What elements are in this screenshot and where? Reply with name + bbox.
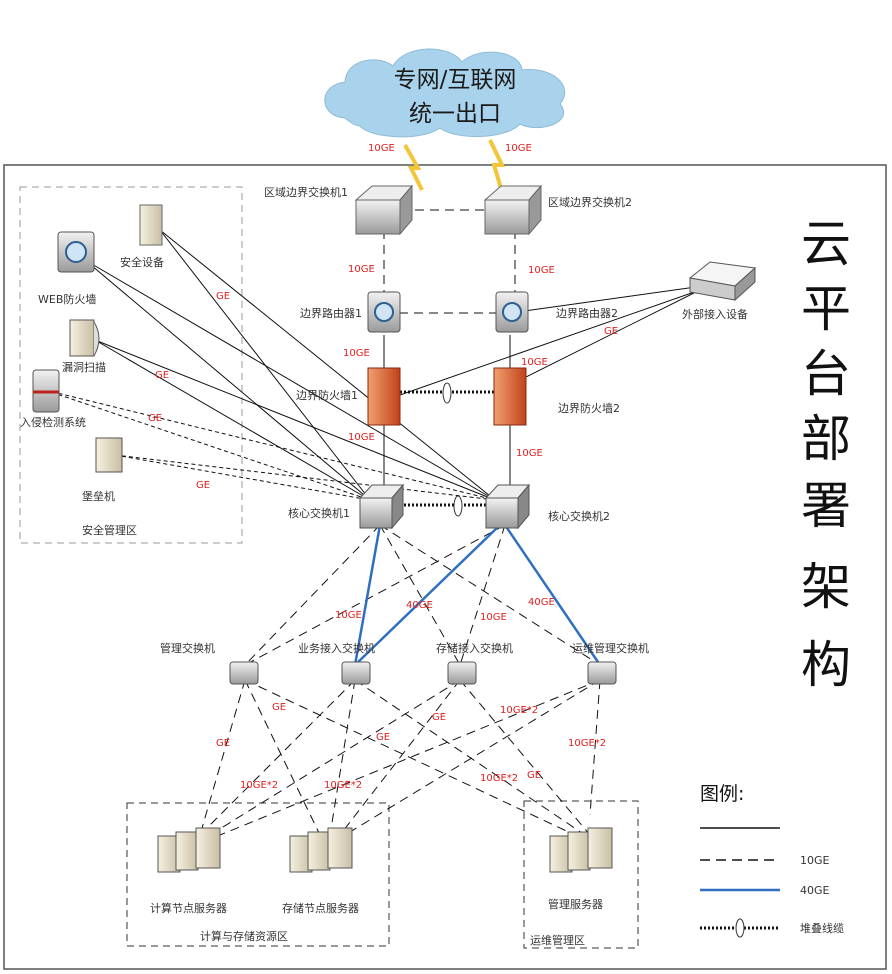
- access-switch-3-icon[interactable]: [447, 661, 477, 685]
- label-access-2: 业务接入交换机: [298, 641, 375, 655]
- label-server-left: 计算节点服务器: [150, 901, 227, 915]
- legend: 图例: 10GE 40GE 堆叠线缆: [700, 783, 844, 938]
- link-sec-ge-3: GE: [148, 413, 162, 424]
- link-router-fw-1: 10GE: [343, 348, 370, 359]
- label-firewall-2: 边界防火墙2: [558, 401, 620, 415]
- access-switch-1-icon[interactable]: [229, 661, 259, 685]
- outbound-device-icon[interactable]: [688, 261, 757, 302]
- label-outbound: 外部接入设备: [682, 307, 748, 321]
- title-char-5: 署: [801, 477, 851, 535]
- link-sec-ge-2: GE: [155, 370, 169, 381]
- legend-dashed-label: 10GE: [800, 854, 830, 867]
- label-firewall-1: 边界防火墙1: [296, 388, 358, 402]
- label-border-sw-2: 区域边界交换机2: [548, 195, 632, 209]
- link-border-router-1: 10GE: [348, 264, 375, 275]
- title-char-6: 架: [801, 558, 851, 616]
- cloud-line1: 专网/互联网: [394, 67, 517, 93]
- access-switch-2-icon[interactable]: [341, 661, 371, 685]
- link-acc-srv-6: 10GE*2: [240, 780, 278, 791]
- link-sec-ge-1: GE: [216, 291, 230, 302]
- security-device-icon[interactable]: [139, 204, 163, 246]
- label-server-mid: 存储节点服务器: [282, 901, 359, 915]
- ids-icon[interactable]: [32, 369, 60, 413]
- link-acc-srv-1: GE: [216, 738, 230, 749]
- link-core-acc-3: 10GE: [480, 612, 507, 623]
- server-group-mid-icon[interactable]: [289, 827, 353, 873]
- legend-blue-label: 40GE: [800, 884, 830, 897]
- label-sec-2: WEB防火墙: [38, 292, 96, 306]
- link-fw-core-1: 10GE: [348, 432, 375, 443]
- mgmt-zone-box: [523, 800, 639, 949]
- label-router-2: 边界路由器2: [556, 306, 618, 320]
- vertical-title: 云 平 台 部 署 架 构: [801, 215, 851, 694]
- link-acc-srv-8: 10GE*2: [480, 773, 518, 784]
- label-security-zone: 安全管理区: [82, 523, 137, 537]
- label-access-4: 运维管理交换机: [572, 641, 649, 655]
- label-access-1: 管理交换机: [160, 641, 215, 655]
- title-char-4: 部: [801, 410, 851, 468]
- wan-uplink-2-icon: [488, 139, 506, 196]
- label-access-3: 存储接入交换机: [436, 641, 513, 655]
- vuln-scan-icon[interactable]: [69, 319, 100, 357]
- link-sec-ge-4: GE: [196, 480, 210, 491]
- link-uplink-2: 10GE: [505, 143, 532, 154]
- blue-links: [353, 524, 602, 666]
- core-switch-1-icon[interactable]: [358, 483, 405, 530]
- firewall-2-icon[interactable]: [493, 367, 527, 426]
- link-border-router-2: 10GE: [528, 265, 555, 276]
- label-sec-5: 堡垒机: [82, 489, 115, 503]
- link-core-acc-1: 10GE: [335, 610, 362, 621]
- border-switch-1-icon[interactable]: [354, 184, 414, 236]
- security-zone-box: [19, 186, 243, 544]
- border-switch-2-icon[interactable]: [483, 184, 543, 236]
- link-fw-core-2: 10GE: [516, 448, 543, 459]
- link-acc-srv-4: GE: [432, 712, 446, 723]
- link-router2-out: GE: [604, 326, 618, 337]
- link-router2-lb: 10GE: [521, 357, 548, 368]
- outer-frame: [3, 164, 887, 970]
- label-sec-3: 漏洞扫描: [62, 360, 106, 374]
- cloud-line2: 统一出口: [409, 101, 501, 127]
- link-core-acc-4: 40GE: [528, 597, 555, 608]
- router-1-icon[interactable]: [367, 291, 401, 333]
- label-sec-4: 入侵检测系统: [20, 415, 86, 429]
- server-group-right-icon[interactable]: [549, 827, 613, 873]
- server-group-left-icon[interactable]: [157, 827, 221, 873]
- link-core-acc-2: 40GE: [406, 600, 433, 611]
- bond-marker-fw: [442, 382, 452, 404]
- title-char-3: 台: [801, 345, 851, 403]
- link-acc-srv-7: 10GE*2: [324, 780, 362, 791]
- link-uplink-1: 10GE: [368, 143, 395, 154]
- title-char-2: 平: [801, 280, 851, 338]
- link-acc-srv-3: GE: [376, 732, 390, 743]
- label-sec-1: 安全设备: [120, 255, 164, 269]
- web-firewall-icon[interactable]: [57, 231, 95, 273]
- bond-marker-core: [453, 495, 463, 517]
- firewall-1-icon[interactable]: [367, 367, 401, 426]
- access-switch-4-icon[interactable]: [587, 661, 617, 685]
- compute-zone-box: [126, 802, 390, 947]
- label-server-right: 管理服务器: [548, 897, 603, 911]
- label-compute-zone: 计算与存储资源区: [200, 929, 288, 943]
- label-mgmt-zone: 运维管理区: [530, 933, 585, 947]
- label-core-1: 核心交换机1: [288, 506, 350, 520]
- title-char-7: 构: [801, 636, 851, 694]
- core-switch-2-icon[interactable]: [484, 483, 531, 530]
- label-border-sw-1: 区域边界交换机1: [264, 185, 348, 199]
- wan-uplink-1-icon: [403, 144, 424, 191]
- link-acc-srv-5: GE: [527, 770, 541, 781]
- label-core-2: 核心交换机2: [548, 509, 610, 523]
- label-router-1: 边界路由器1: [300, 306, 362, 320]
- link-acc-srv-2: GE: [272, 702, 286, 713]
- legend-title: 图例:: [700, 783, 744, 805]
- legend-bond-label: 堆叠线缆: [800, 921, 844, 935]
- cloud-icon: [324, 48, 566, 138]
- title-char-1: 云: [801, 215, 851, 273]
- link-acc-srv-10: 10GE*2: [568, 738, 606, 749]
- router-2-icon[interactable]: [495, 291, 529, 333]
- legend-bond-marker: [735, 918, 745, 938]
- bastion-icon[interactable]: [95, 437, 123, 473]
- link-acc-srv-9: 10GE*2: [500, 705, 538, 716]
